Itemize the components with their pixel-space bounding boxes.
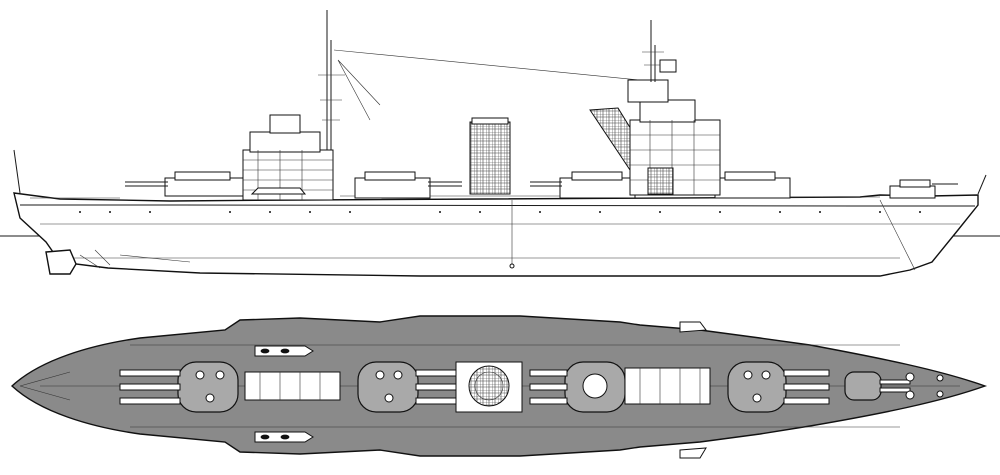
turret-side-c	[530, 171, 636, 199]
radio-aerial	[333, 49, 661, 83]
aft-superstructure-plan	[244, 371, 341, 401]
deck-seams	[130, 344, 900, 428]
rudder	[45, 249, 77, 275]
aft-mast	[318, 10, 661, 150]
deck-edge-line	[20, 204, 975, 207]
boat-port	[254, 345, 314, 357]
portholes	[79, 211, 921, 213]
side-elevation-view	[0, 10, 1000, 277]
turret-side-a	[125, 171, 246, 197]
sounding-weight	[509, 263, 515, 269]
forward-superstructure	[589, 79, 721, 196]
sponson-port	[679, 321, 707, 333]
deck-rails	[30, 195, 880, 199]
sponson-starboard	[679, 447, 707, 459]
turret-side-b	[354, 171, 462, 199]
funnel	[469, 117, 511, 195]
anchor-chain	[879, 199, 916, 271]
anchor-fittings	[905, 372, 944, 400]
stern-flagstaff	[13, 149, 21, 194]
turret-plan-a	[119, 361, 239, 413]
propeller-shafts	[79, 249, 191, 269]
stern-lines	[19, 371, 71, 401]
forward-mast	[642, 20, 677, 82]
turret-plan-b	[357, 361, 462, 413]
jackstaff	[977, 174, 987, 195]
aft-superstructure	[242, 114, 334, 201]
turret-plan-e	[844, 371, 911, 401]
funnel-plan	[455, 361, 523, 413]
turret-plan-d	[727, 361, 830, 413]
plan-view	[10, 315, 988, 459]
turret-plan-c	[529, 361, 626, 413]
ship-boat	[250, 187, 307, 195]
turret-side-e	[889, 179, 958, 199]
boat-starboard	[254, 431, 314, 443]
forward-superstructure-plan	[624, 367, 711, 405]
